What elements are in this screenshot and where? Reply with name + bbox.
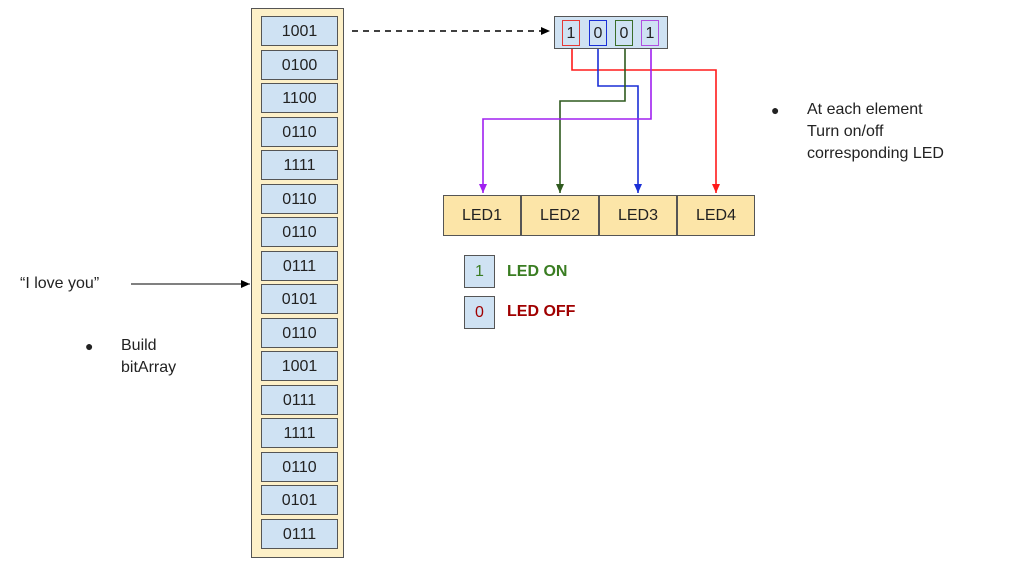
bit4-to-led1-arrow: [479, 44, 652, 193]
led-1: LED1: [443, 195, 521, 236]
bit-array-cell: 1001: [261, 16, 338, 46]
legend-off-box: 0: [464, 296, 495, 329]
note-each-line-1: At each element: [807, 101, 923, 118]
bit3-to-led2-arrow: [556, 44, 626, 193]
note-each-line-2: Turn on/off: [807, 123, 884, 140]
legend-off-label: LED OFF: [507, 303, 576, 320]
bit-array-cell: 0111: [261, 519, 338, 549]
bit-array-cell: 0110: [261, 452, 338, 482]
bit1-to-led4-arrow: [571, 44, 720, 193]
bit-array-cell: 0110: [261, 217, 338, 247]
bit-array-cell: 1100: [261, 83, 338, 113]
bit-array-cell: 0110: [261, 184, 338, 214]
led-4: LED4: [677, 195, 755, 236]
bit-array-container: 1001 0100 1100 0110 1111 0110 0110 0111 …: [251, 8, 344, 558]
bit-array-cell: 0110: [261, 117, 338, 147]
bit-array-cell: 1001: [261, 351, 338, 381]
bit-3: 0: [615, 20, 633, 46]
bit-2: 0: [589, 20, 607, 46]
led-2: LED2: [521, 195, 599, 236]
note-build-line-1: Build: [121, 337, 157, 354]
bit-4: 1: [641, 20, 659, 46]
bit2-to-led3-arrow: [597, 44, 642, 193]
led-3: LED3: [599, 195, 677, 236]
bullet-icon: ●: [771, 102, 780, 118]
bit-array-cell: 0111: [261, 385, 338, 415]
bit-array-cell: 0100: [261, 50, 338, 80]
bit-1: 1: [562, 20, 580, 46]
bullet-icon: ●: [85, 338, 94, 354]
note-build-line-2: bitArray: [121, 359, 177, 376]
current-element-box: 1 0 0 1: [554, 16, 668, 49]
bit-array-cell: 0110: [261, 318, 338, 348]
legend-on-box: 1: [464, 255, 495, 288]
bit-array-cell: 1111: [261, 418, 338, 448]
bit-array-cell: 0101: [261, 485, 338, 515]
bit-array-cell: 0111: [261, 251, 338, 281]
legend-on-label: LED ON: [507, 263, 568, 280]
bit-array-cell: 1111: [261, 150, 338, 180]
bit-array-cell: 0101: [261, 284, 338, 314]
input-text: “I love you”: [20, 275, 100, 292]
note-each-line-3: corresponding LED: [807, 145, 944, 162]
